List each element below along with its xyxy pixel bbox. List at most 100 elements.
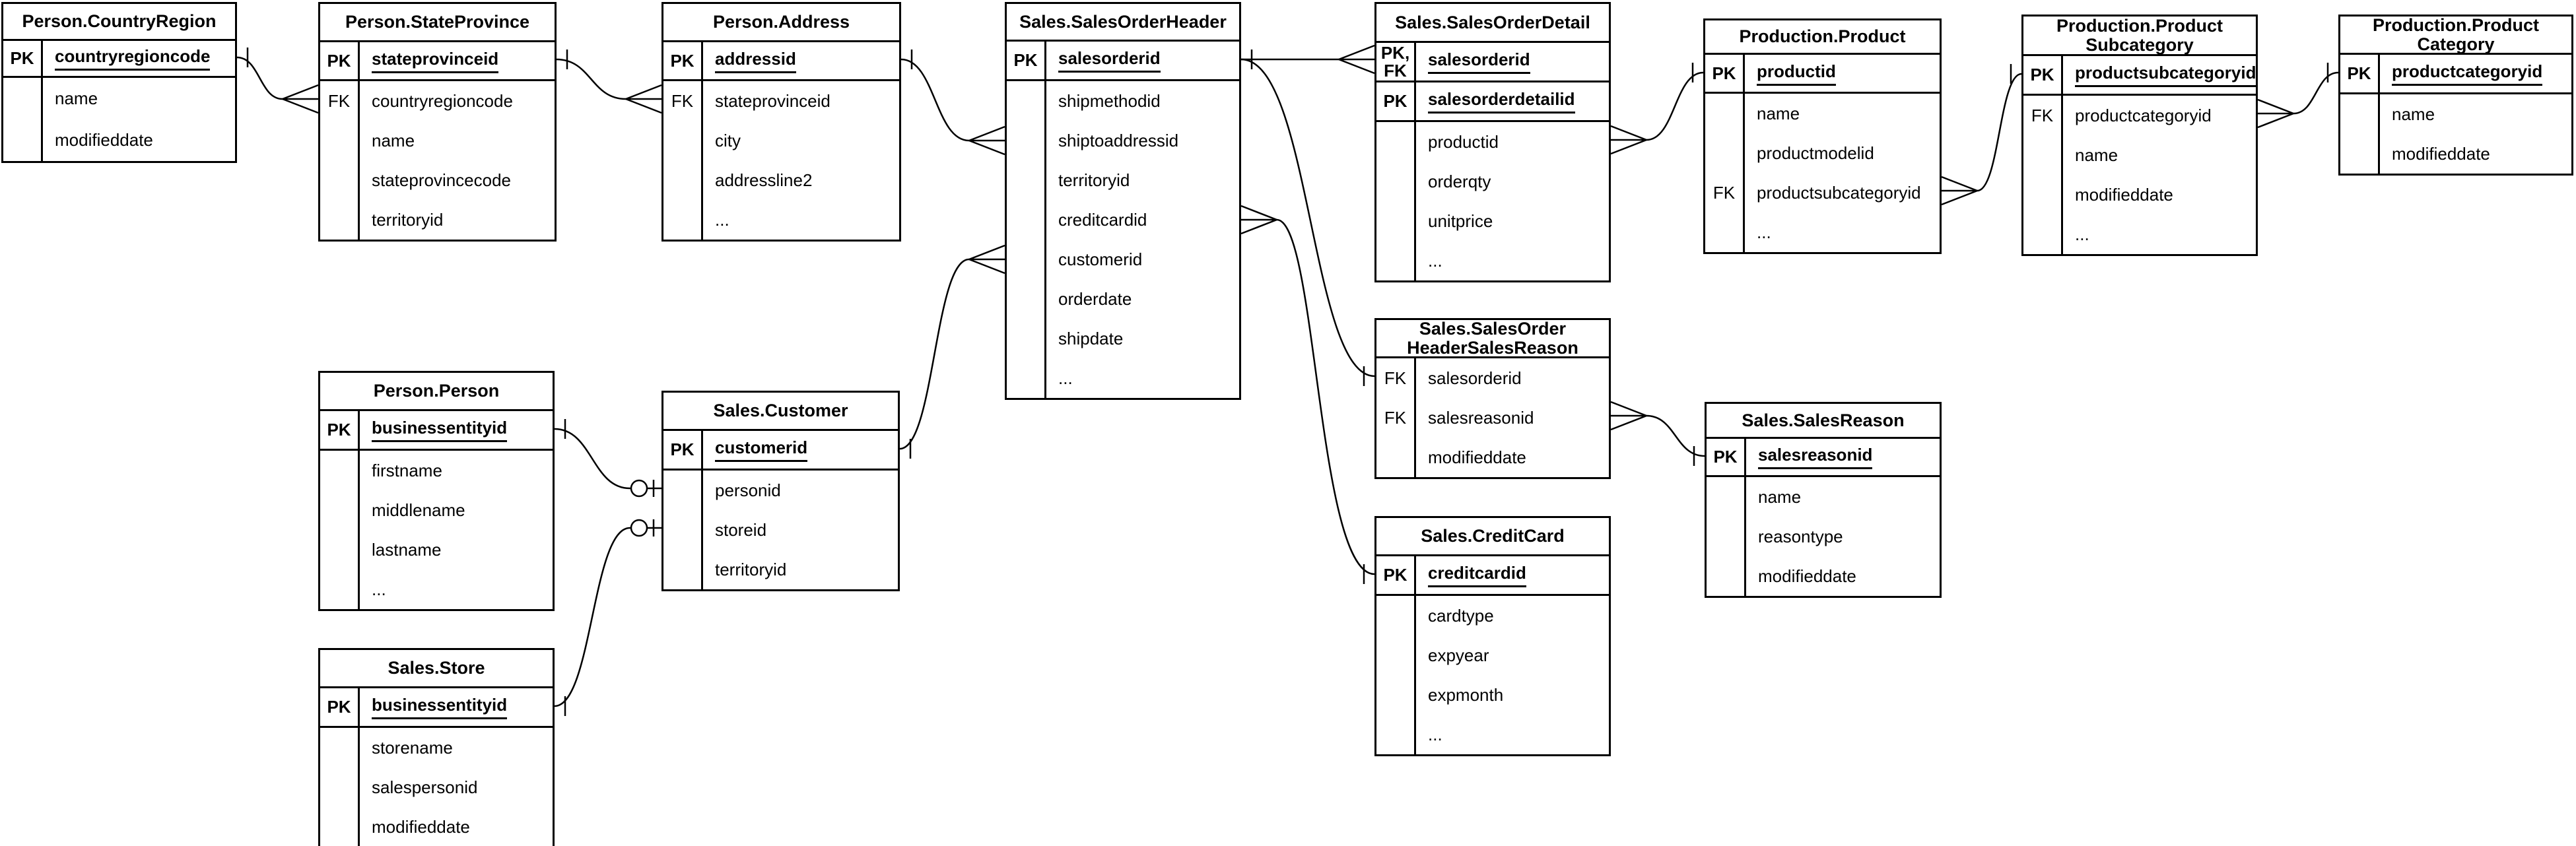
key-field-cell: stateprovinceid (360, 42, 555, 79)
connector-salesorderheader-salesorderheadersalesreason[interactable] (1240, 58, 1375, 386)
field-row: middlename (320, 490, 553, 530)
field-name: salesreasonid (1428, 407, 1534, 428)
field-row: modifieddate (320, 807, 553, 846)
crows-foot-many-marker (1240, 205, 1277, 235)
key-type-label: PK (3, 41, 43, 76)
field-key-label (1007, 160, 1046, 200)
field-row: modifieddate (1707, 556, 1940, 596)
key-type-label: PK (320, 42, 360, 79)
key-field-name: businessentityid (372, 695, 508, 719)
crows-foot-many-marker (968, 244, 1005, 275)
field-row: ... (663, 200, 899, 240)
key-field-cell: creditcardid (1416, 556, 1609, 594)
field-key-label (1376, 162, 1416, 201)
field-key-label (1705, 133, 1745, 173)
table-title: Sales.Customer (663, 393, 898, 431)
field-name: firstname (372, 460, 442, 480)
field-key-label (1376, 438, 1416, 477)
key-field-name: productcategoryid (2392, 61, 2543, 86)
field-row: expyear (1376, 635, 1609, 675)
connector-product-productsubcategory[interactable] (1941, 64, 2022, 206)
field-row: name (1707, 477, 1940, 517)
field-row: creditcardid (1007, 200, 1239, 240)
relationship-line (899, 258, 970, 450)
relationship-line (554, 527, 630, 707)
field-name: name (372, 130, 415, 150)
field-key-label: FK (663, 81, 703, 121)
connector-salesorderheader-salesorderdetail[interactable] (1241, 44, 1375, 75)
key-type-label: PK (1376, 556, 1416, 594)
field-key-label (320, 451, 360, 490)
field-row: modifieddate (2340, 134, 2571, 174)
relationship-line (554, 428, 630, 490)
key-type-label: PK (1007, 42, 1046, 79)
field-name: ... (715, 209, 729, 230)
field-name: modifieddate (55, 130, 153, 150)
field-key-label (1376, 596, 1416, 635)
field-key-label (2023, 214, 2063, 254)
field-key-label (1007, 200, 1046, 240)
field-key-label (1707, 517, 1746, 556)
connector-salesorderheader-creditcard[interactable] (1240, 205, 1375, 584)
key-type-label: PK (2340, 55, 2380, 92)
table-title: Production.Product (1705, 20, 1940, 55)
connector-salesorderdetail-product[interactable] (1610, 63, 1704, 155)
connector-salesorderheadersalesreason-salesreason[interactable] (1610, 401, 1705, 466)
crows-foot-many-marker (2257, 98, 2294, 129)
connector-customer-salesorderheader[interactable] (899, 244, 1005, 459)
field-key-label (2023, 175, 2063, 214)
key-field-cell: productsubcategoryid (2063, 56, 2256, 94)
field-row: productmodelid (1705, 133, 1940, 173)
field-key-label (2340, 94, 2380, 134)
field-key-label (663, 160, 703, 200)
field-key-label (320, 728, 360, 767)
field-key-label (663, 510, 703, 550)
field-row: cardtype (1376, 596, 1609, 635)
key-type-label: PK (320, 411, 360, 449)
field-key-label (663, 471, 703, 510)
field-name: storeid (715, 519, 767, 540)
field-row: salespersonid (320, 767, 553, 807)
field-name: countryregioncode (372, 90, 513, 111)
connector-store-customer[interactable] (554, 519, 661, 716)
field-row: reasontype (1707, 517, 1940, 556)
connector-person-customer[interactable] (554, 419, 661, 498)
table-title: Sales.CreditCard (1376, 518, 1609, 556)
key-field-cell: addressid (703, 42, 899, 79)
field-name: orderdate (1058, 288, 1132, 309)
key-field-name: salesorderid (1058, 48, 1161, 73)
crows-foot-many-marker (625, 84, 662, 114)
field-key-label (1007, 121, 1046, 160)
key-field-name: productid (1757, 61, 1836, 86)
relationship-line (236, 56, 283, 100)
field-row: name (3, 78, 235, 119)
field-row: unitprice (1376, 201, 1609, 241)
connector-address-salesorderheader[interactable] (900, 49, 1005, 156)
key-field-cell: salesorderid (1416, 43, 1609, 81)
connector-productsubcategory-productcategory[interactable] (2257, 63, 2339, 129)
connector-countryregion-stateprovince[interactable] (236, 48, 319, 114)
field-key-label (3, 119, 43, 161)
connector-stateprovince-address[interactable] (556, 49, 662, 114)
